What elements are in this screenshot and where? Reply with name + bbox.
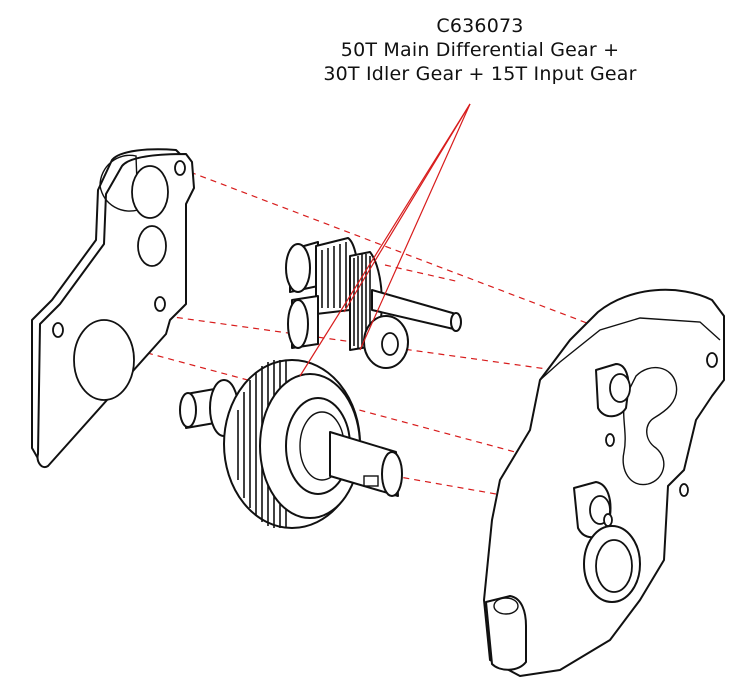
gear-30t-assembly — [285, 237, 462, 369]
input-bearing-inner — [381, 332, 399, 356]
left-plate-hole-large — [131, 165, 169, 219]
right-case-hole-mid — [605, 433, 615, 447]
leader-lines — [299, 103, 471, 377]
diff-outdrive-right-end — [381, 451, 403, 497]
right-gearbox-case — [483, 288, 725, 677]
idler-bushing-lower-end — [287, 299, 309, 349]
gear-50t-assembly — [179, 359, 403, 529]
gear-15t-teeth — [321, 242, 347, 308]
idler-shaft-end — [450, 312, 462, 332]
right-case-outer — [483, 288, 725, 677]
left-gearbox-plate — [31, 148, 195, 468]
diff-shaft-pin — [363, 475, 379, 487]
left-plate-hole-small — [154, 296, 166, 312]
part-number: C636073 — [436, 15, 524, 37]
left-plate-hole-left — [52, 322, 64, 338]
idler-bushing-left — [285, 243, 311, 293]
right-case-slot — [622, 366, 678, 486]
left-plate-body — [36, 153, 195, 468]
part-caption: C636073 50T Main Differential Gear + 30T… — [260, 14, 700, 86]
right-case-post-upper-end — [609, 373, 631, 403]
left-plate-hole-mid — [137, 225, 167, 267]
part-description-line-2: 30T Idler Gear + 15T Input Gear — [323, 63, 637, 85]
guide-line-top — [189, 171, 601, 329]
right-case-mount-tab-end — [493, 597, 519, 615]
right-case-hole-top — [706, 352, 718, 368]
right-case-edge — [539, 317, 721, 381]
right-case-bearing-inner — [595, 539, 633, 593]
diff-shaft-left-end — [179, 392, 197, 428]
part-description-line-1: 50T Main Differential Gear + — [340, 39, 620, 61]
leader-line-50t — [299, 103, 471, 377]
right-case-hole-right — [679, 483, 689, 497]
left-plate-hole-top — [174, 160, 186, 176]
right-case-hole-small — [603, 513, 613, 527]
right-case-mount-tab — [485, 595, 527, 671]
left-plate-bore — [73, 319, 135, 401]
guide-line-upper-shaft — [384, 264, 461, 283]
diff-shaft-right — [329, 431, 399, 497]
leader-line-30t — [359, 103, 471, 351]
